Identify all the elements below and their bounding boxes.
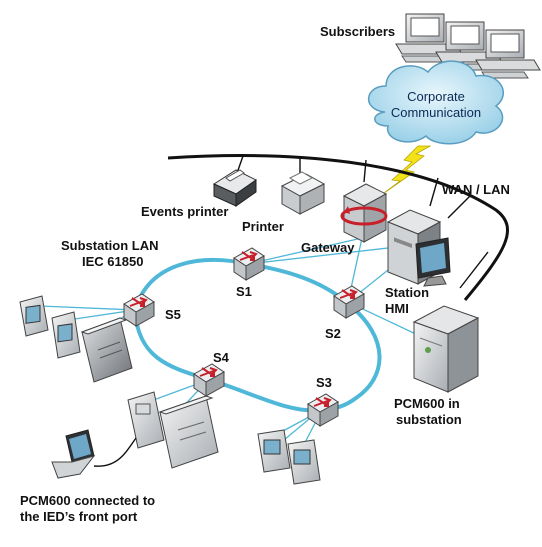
lightning-icon — [379, 145, 432, 197]
station-hmi-monitor — [415, 237, 451, 287]
switch-s1 — [233, 247, 265, 281]
switch-s2 — [333, 285, 365, 319]
wan-drop-lines — [235, 155, 489, 289]
events-printer-icon — [212, 169, 257, 207]
wan-lan-line — [167, 154, 509, 301]
ied-left-1 — [19, 295, 49, 337]
switch-s4 — [193, 363, 225, 397]
station-hmi-label-line2: HMI — [385, 301, 409, 316]
pcm600-substation-label-line1: PCM600 in — [394, 396, 460, 411]
substation-lan-ring — [132, 257, 382, 413]
switch-s3 — [307, 393, 339, 427]
cloud-label: Corporate Communication — [376, 89, 496, 121]
laptop-icon — [51, 429, 96, 479]
corporate-cloud — [367, 60, 505, 145]
ied-left-3 — [80, 317, 133, 383]
switch-s1-label: S1 — [236, 284, 252, 299]
gateway-icon — [340, 183, 388, 243]
switch-s3-label: S3 — [316, 375, 332, 390]
switch-s5-label: S5 — [165, 307, 181, 322]
pcm600-front-label-line2: the IED’s front port — [20, 509, 138, 524]
laptop-cable — [93, 437, 137, 467]
ied-s3-1 — [257, 429, 291, 473]
printer-icon — [280, 171, 326, 215]
substation-lan-label-line2: IEC 61850 — [82, 254, 144, 269]
events-printer-label: Events printer — [141, 204, 229, 219]
gateway-label: Gateway — [301, 240, 355, 255]
pcm600-substation-label-line2: substation — [396, 412, 462, 427]
switch-s5 — [123, 293, 155, 327]
cloud-label-line2: Communication — [390, 105, 482, 120]
printer-label: Printer — [242, 219, 284, 234]
subscriber-computer-1 — [395, 13, 463, 63]
wan-lan-label: WAN / LAN — [442, 182, 510, 197]
switch-s2-label: S2 — [325, 326, 341, 341]
ied-s4-2 — [158, 395, 219, 469]
ied-s3-2 — [287, 439, 321, 485]
substation-lan-label-line1: Substation LAN — [61, 238, 159, 253]
station-hmi-label-line1: Station — [385, 285, 430, 300]
ied-s4-1 — [127, 391, 165, 449]
subscribers-label: Subscribers — [320, 24, 396, 39]
ied-left-2 — [51, 311, 81, 359]
pcm600-front-label-line1: PCM600 connected to — [20, 493, 156, 508]
pcm600-substation-tower — [412, 305, 480, 393]
subscriber-computer-3 — [475, 29, 541, 79]
switch-s4-label: S4 — [213, 350, 229, 365]
cloud-label-line1: Corporate — [407, 89, 465, 104]
